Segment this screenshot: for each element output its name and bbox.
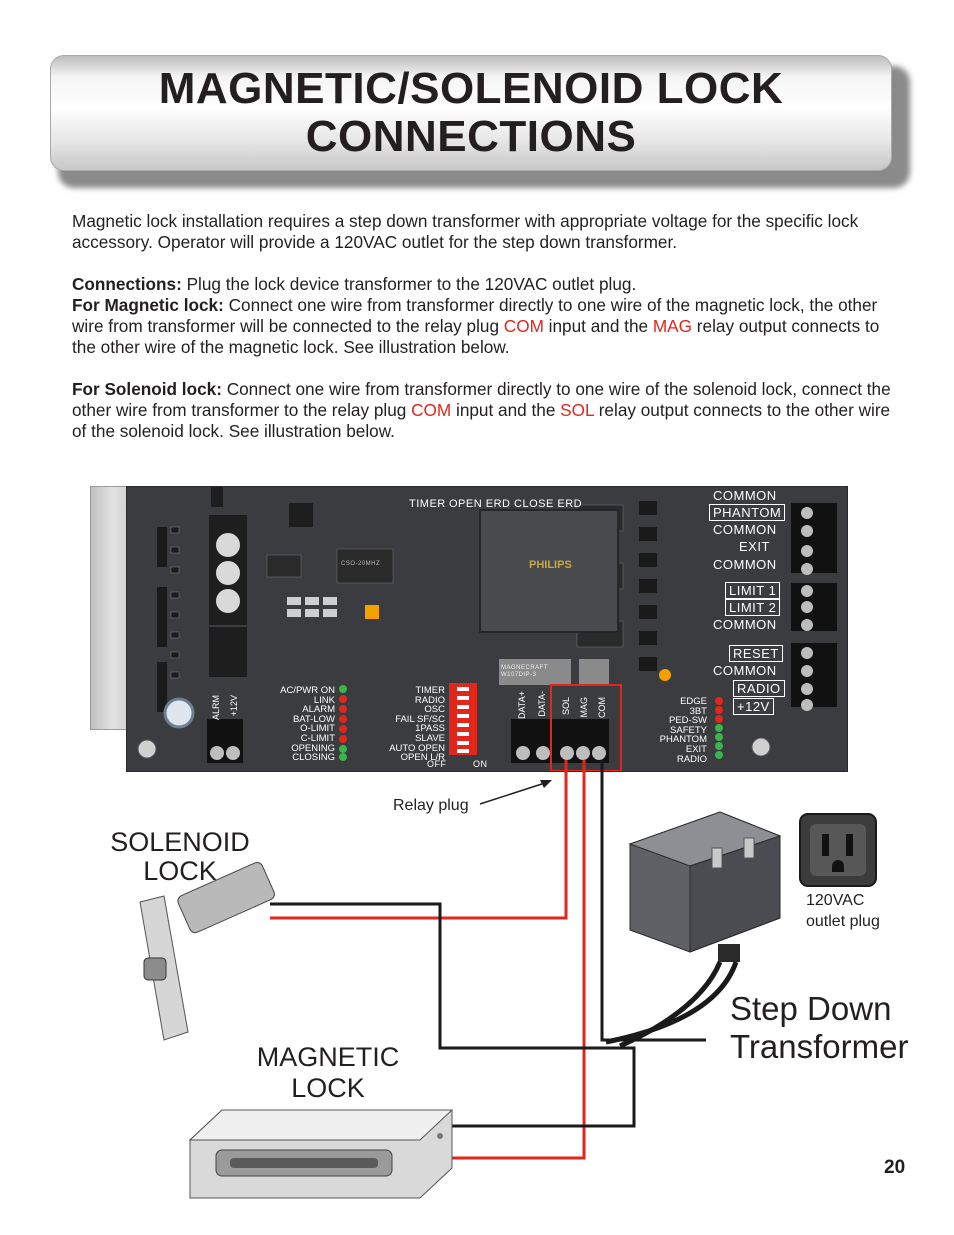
title-banner: MAGNETIC/SOLENOID LOCK CONNECTIONS: [50, 55, 892, 171]
solenoid-lock-label: SOLENOID LOCK: [100, 828, 260, 886]
magnetic-lock-label: MAGNETIC LOCK: [246, 1042, 410, 1104]
dip-label: SLAVE: [415, 732, 445, 744]
dip-label: TIMER: [415, 685, 445, 696]
intro-paragraph: Magnetic lock installation requires a st…: [72, 211, 859, 252]
status-label: EDGE: [680, 696, 707, 707]
status-label: PHANTOM: [659, 734, 707, 746]
terminal-label: COMMON: [713, 557, 777, 572]
terminal-label: RADIO: [733, 680, 785, 697]
outlet-label-line1: 120VAC: [806, 892, 865, 909]
dip-label: OSC: [424, 704, 445, 716]
terminal-label: RESET: [729, 645, 783, 662]
solenoid-lock-label-line1: SOLENOID: [110, 827, 250, 857]
pcb: PHILIPS TIMER OPEN ERD CLOSE ERD COMMON …: [126, 486, 848, 772]
data-plus-label: DATA+: [517, 691, 527, 719]
transformer-label-line1: Step Down: [730, 990, 892, 1027]
dip-off-label: OFF: [427, 759, 447, 769]
page-title-line2: CONNECTIONS: [305, 112, 637, 161]
magnetic-com: COM: [503, 316, 544, 336]
status-leds-left: [339, 685, 347, 761]
outlet-illustration: [799, 813, 877, 887]
outlet-label: 120VAC outlet plug: [806, 890, 880, 932]
pcb-components: [137, 487, 837, 771]
status-label: SAFETY: [670, 724, 707, 736]
dip-label: FAIL SF/SC: [395, 713, 445, 725]
status-label: BAT-LOW: [292, 713, 335, 725]
status-label: AC/PWR ON: [280, 685, 335, 696]
status-label: C-LIMIT: [300, 732, 335, 744]
magnetic-paragraph: For Magnetic lock: Connect one wire from…: [72, 295, 892, 358]
solenoid-text-b: input and the: [451, 400, 561, 420]
magnetic-text-b: input and the: [543, 316, 653, 336]
terminal-label: LIMIT 2: [725, 599, 781, 616]
relay-chip-label: MAGNECRAFT W107DIP-3: [501, 665, 548, 678]
v12-label: +12V: [229, 695, 239, 717]
dip-on-label: ON: [473, 759, 488, 769]
magnetic-lock-label-line1: MAGNETIC: [256, 1042, 400, 1072]
magnetic-lock-illustration: [188, 1109, 454, 1199]
dip-label: 1PASS: [415, 723, 445, 735]
timer-top-label: TIMER: [409, 498, 446, 510]
terminal-label: COMMON: [713, 522, 777, 537]
relay-plug-label: Relay plug: [393, 797, 469, 814]
magnetic-lock-label-line2: LOCK: [291, 1073, 365, 1103]
transformer-illustration: [628, 811, 782, 962]
dip-labels: TIMER RADIO OSC FAIL SF/SC 1PASS SLAVE A…: [347, 686, 445, 763]
terminal-label: EXIT: [739, 539, 770, 554]
terminal-label: +12V: [733, 698, 774, 715]
status-label: PED-SW: [669, 715, 707, 727]
solenoid-text-c: relay output connects to the other wire …: [72, 400, 891, 441]
transformer-label-line2: Transformer: [730, 1028, 909, 1065]
control-board: PHILIPS TIMER OPEN ERD CLOSE ERD COMMON …: [90, 486, 848, 772]
page-title-line1: MAGNETIC/SOLENOID LOCK: [158, 64, 784, 113]
connections-paragraph: Connections: Plug the lock device transf…: [72, 274, 892, 295]
status-label: CLOSING: [292, 752, 335, 764]
magnetic-mag: MAG: [652, 316, 693, 336]
magnetic-label: For Magnetic lock:: [72, 295, 224, 315]
left-status-labels: AC/PWR ON LINK ALARM BAT-LOW O-LIMIT C-L…: [235, 686, 335, 763]
connections-text: Plug the lock device transformer to the …: [181, 274, 637, 294]
relay-pin-sol: SOL: [561, 697, 571, 716]
terminal-label: COMMON: [713, 663, 777, 678]
page-number: 20: [884, 1157, 906, 1178]
solenoid-lock-label-line2: LOCK: [143, 856, 217, 886]
solenoid-label: For Solenoid lock:: [72, 379, 222, 399]
status-label: EXIT: [685, 743, 707, 755]
dip-label: AUTO OPEN: [389, 742, 445, 754]
magnetic-text-a: Connect one wire from transformer direct…: [72, 295, 878, 336]
solenoid-com: COM: [411, 400, 452, 420]
instructions-text: Magnetic lock installation requires a st…: [72, 211, 892, 442]
solenoid-text-a: Connect one wire from transformer direct…: [72, 379, 891, 420]
dip-label: OPEN L/R: [400, 752, 445, 764]
status-label: ALARM: [302, 704, 335, 716]
status-label: 3BT: [689, 705, 707, 717]
cpu-chip: PHILIPS: [479, 509, 619, 633]
status-label: RADIO: [676, 753, 707, 765]
dip-label: RADIO: [414, 694, 445, 706]
oscillator-label: CSO-20MHZ: [341, 561, 381, 567]
connections-label: Connections:: [72, 274, 182, 294]
outlet-label-line2: outlet plug: [806, 913, 880, 930]
terminal-label: LIMIT 1: [725, 582, 781, 599]
solenoid-paragraph: For Solenoid lock: Connect one wire from…: [72, 379, 892, 442]
status-label: O-LIMIT: [300, 723, 335, 735]
data-minus-label: DATA-: [537, 691, 547, 717]
magnetic-text-c: relay output connects to the other wire …: [72, 316, 880, 357]
right-status-labels: EDGE 3BT PED-SW SAFETY PHANTOM EXIT RADI…: [611, 697, 707, 764]
status-label: LINK: [313, 694, 335, 706]
cpu-brand: PHILIPS: [529, 559, 572, 571]
solenoid-lock-illustration: [139, 862, 275, 1041]
terminal-label: PHANTOM: [709, 504, 786, 521]
terminal-label: COMMON: [713, 617, 777, 632]
relay-pin-mag: MAG: [579, 697, 589, 718]
transformer-label: Step Down Transformer: [730, 990, 908, 1066]
erd-top-label: OPEN ERD CLOSE ERD: [449, 498, 583, 510]
relay-pin-com: COM: [597, 697, 607, 718]
terminal-label: COMMON: [713, 488, 777, 503]
status-label: OPENING: [291, 742, 335, 754]
solenoid-sol: SOL: [560, 400, 594, 420]
alrm-label: ALRM: [211, 695, 221, 721]
